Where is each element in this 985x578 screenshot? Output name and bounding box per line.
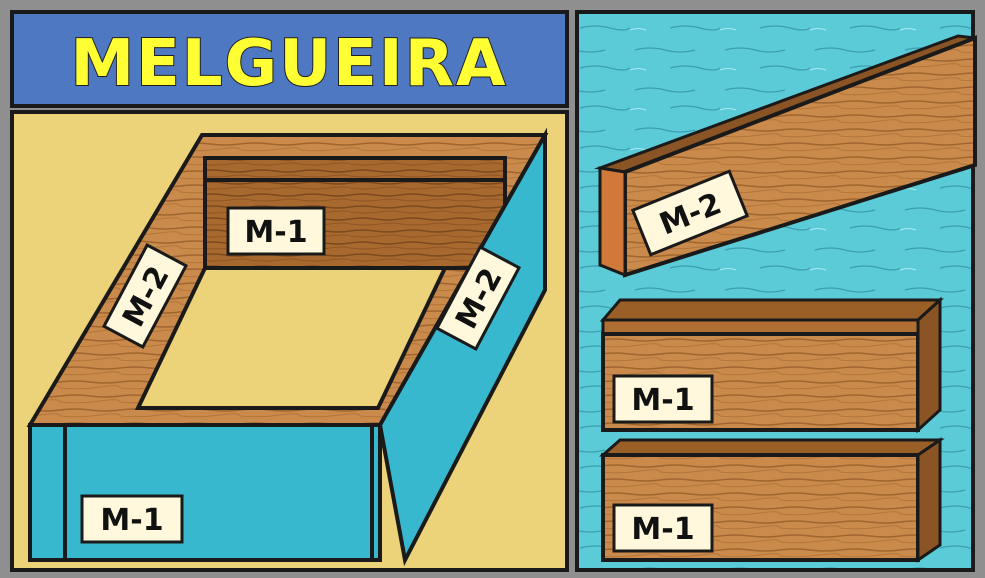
label-front-m1: M-1 [80, 494, 184, 544]
svg-text:M-1: M-1 [100, 503, 163, 538]
title-panel [10, 10, 569, 108]
label-back-m1: M-1 [226, 206, 326, 256]
label-board-m1-middle: M-1 [612, 374, 714, 424]
svg-text:M-1: M-1 [631, 512, 694, 547]
label-board-m1-bottom: M-1 [612, 503, 714, 553]
title-text: MELGUEIRA [70, 27, 507, 101]
svg-text:M-1: M-1 [631, 383, 694, 418]
svg-text:M-1: M-1 [244, 215, 307, 250]
box-right-side [377, 127, 547, 567]
